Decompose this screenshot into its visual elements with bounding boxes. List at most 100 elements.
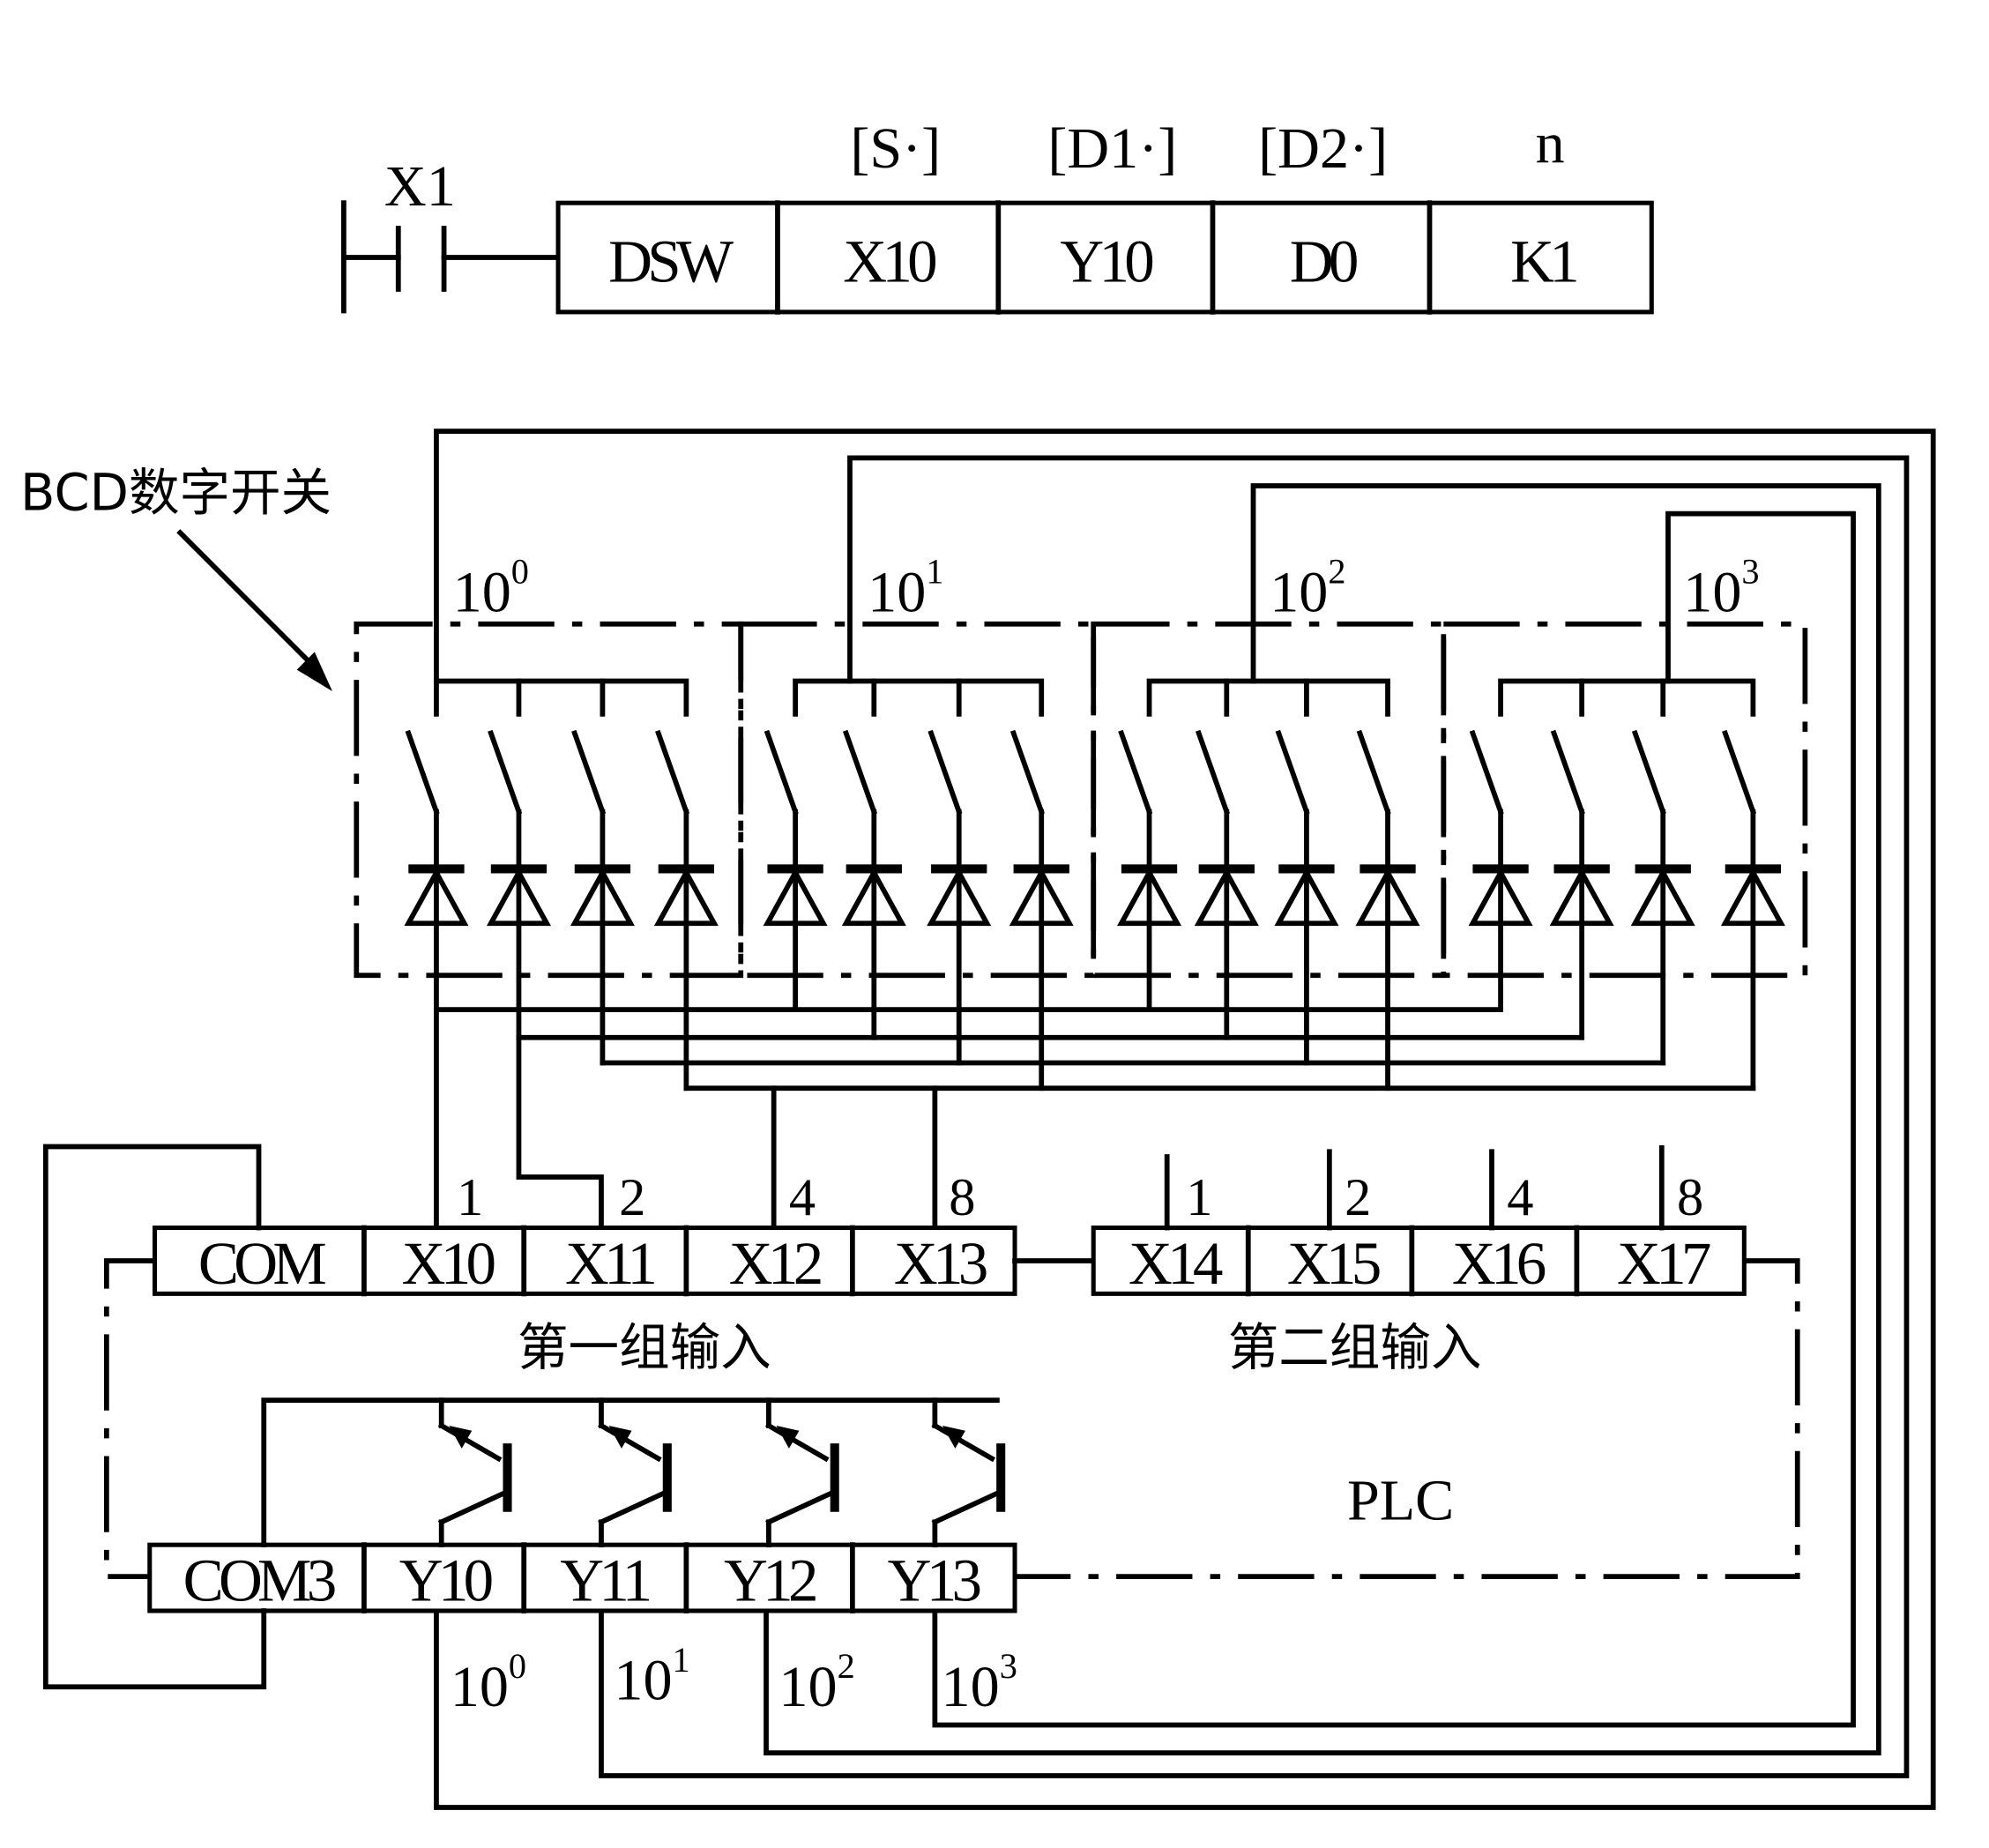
enclosure-left: [103, 1258, 155, 1580]
bcd-switch-label: BCD数字开关: [20, 463, 332, 522]
collector: [931, 1487, 1005, 1526]
operand-source: X10: [843, 227, 935, 294]
digit-select-lines: [434, 428, 1936, 1810]
common-comb: [793, 678, 1045, 717]
bit-bus-1: [434, 920, 1503, 1012]
switch-blade: [927, 729, 963, 816]
header-n: n: [1536, 111, 1565, 175]
instruction-frame: [555, 200, 1654, 315]
digit-label: 100: [451, 1646, 526, 1719]
emitter: [598, 1422, 662, 1463]
bit-weight-1: 1: [1186, 1168, 1212, 1227]
emitter: [437, 1422, 503, 1463]
terminal-x12: X12: [729, 1229, 821, 1297]
digit-label: 101: [868, 552, 943, 625]
terminal-x15: X15: [1287, 1229, 1380, 1297]
common-comb: [1498, 678, 1756, 717]
switch-blade: [1356, 729, 1391, 816]
switch-blade: [405, 729, 440, 816]
digit-labels-top: 100 101 102 103: [453, 552, 1760, 625]
digit-label: 102: [778, 1646, 854, 1719]
transistor-icon: [764, 1397, 839, 1548]
switch-blade: [1195, 729, 1230, 816]
digit-select-wire-2: [764, 483, 1881, 1755]
emitter-arrow: [942, 1425, 965, 1449]
bit-bus-8: [683, 920, 1756, 1092]
terminal-com3: COM3: [183, 1546, 335, 1613]
terminal-x14: X14: [1129, 1229, 1223, 1297]
digit-label: 100: [453, 552, 529, 625]
instruction-mnemonic: DSW: [608, 227, 734, 294]
terminal-x11: X11: [565, 1229, 654, 1297]
emitter: [931, 1422, 996, 1463]
digit-label: 103: [1683, 552, 1759, 625]
input-terminal-strip-2: X14 X15 X16 X17 1 2 4 8 第二组输入: [1012, 1145, 1747, 1377]
output-transistors: [437, 1397, 1006, 1548]
bit-weight-4: 4: [1507, 1168, 1533, 1227]
emitter: [764, 1422, 830, 1463]
instruction-box: DSW X10 Y10 D0 K1: [555, 200, 1654, 315]
emitter-arrow: [449, 1425, 473, 1449]
switch-blade: [488, 729, 523, 816]
digit-select-wire-0: [434, 428, 1936, 1810]
terminal-x17: X17: [1617, 1229, 1710, 1297]
digit-labels-bottom: 100 101 102 103: [451, 1640, 1017, 1719]
switch-blade: [842, 729, 877, 816]
switch-blade: [1009, 729, 1045, 816]
terminal-y10: Y10: [399, 1546, 492, 1613]
bcd-digit-switch-0: [354, 621, 744, 979]
header-d2: [D2·]: [1258, 116, 1388, 181]
input-group2-caption: 第二组输入: [1228, 1318, 1482, 1377]
switch-blade: [1550, 729, 1585, 816]
terminal-x16: X16: [1452, 1229, 1546, 1297]
bcd-switch-module: [354, 621, 1808, 979]
terminal-y11: Y11: [560, 1546, 649, 1613]
digit-label: 103: [942, 1646, 1017, 1719]
input-terminal-strip-1: COM X10 X11 X12 X13 1 2 4 8 第一组输入: [153, 1168, 1017, 1377]
com3-emitter-bus: [261, 1397, 1000, 1548]
emitter-arrow: [776, 1425, 800, 1449]
transistor-icon: [598, 1397, 672, 1548]
contact-x1-label: X1: [384, 154, 456, 219]
switch-blade: [1722, 729, 1757, 816]
terminal-x10: X10: [402, 1229, 495, 1297]
output-terminal-strip: COM3 Y10 Y11 Y12 Y13: [147, 1542, 1017, 1613]
digit-label: 101: [614, 1640, 689, 1713]
bit-weight-8: 8: [1677, 1168, 1703, 1227]
collector: [765, 1487, 838, 1526]
bit-weight-1: 1: [457, 1168, 483, 1227]
bit-weight-4: 4: [789, 1168, 816, 1227]
switch-blade: [655, 729, 690, 816]
plc-enclosure: PLC: [103, 1258, 1800, 1580]
bit-weight-2: 2: [1345, 1168, 1371, 1227]
terminal-com: COM: [198, 1229, 325, 1297]
bit-bus-4: [600, 920, 1666, 1066]
terminal-y12: Y12: [724, 1546, 816, 1613]
operand-dest1: Y10: [1060, 227, 1152, 294]
digit-label: 102: [1270, 552, 1345, 625]
bit-bus-2: [516, 920, 1585, 1040]
com-wiring: [42, 1144, 1000, 1690]
strip-frame: [147, 1542, 1017, 1613]
input-group1-caption: 第一组输入: [518, 1318, 771, 1377]
transistor-icon: [437, 1397, 512, 1548]
digit-select-wire-1: [599, 455, 1910, 1778]
ladder-rung: X1 DSW X10 Y10 D0 K1 [S·] [D1·] [D2·] n: [341, 111, 1654, 315]
switch-blade: [764, 729, 799, 816]
switch-blade: [1118, 729, 1153, 816]
terminal-x13: X13: [894, 1229, 987, 1297]
switch-blade: [1631, 729, 1666, 816]
common-comb: [1146, 678, 1390, 717]
operand-dest2: D0: [1290, 227, 1357, 294]
bit-weight-2: 2: [619, 1168, 645, 1227]
digit-frame: [1441, 621, 1808, 979]
transistor-icon: [931, 1397, 1006, 1548]
emitter-arrow: [608, 1425, 632, 1449]
operand-n: K1: [1510, 227, 1576, 294]
switch-blade: [1469, 729, 1504, 816]
switch-blade: [1275, 729, 1310, 816]
enclosure-right: [1015, 1258, 1800, 1580]
pointer-arrow-icon: [176, 529, 332, 692]
bus-drop-x11: [516, 1034, 604, 1231]
